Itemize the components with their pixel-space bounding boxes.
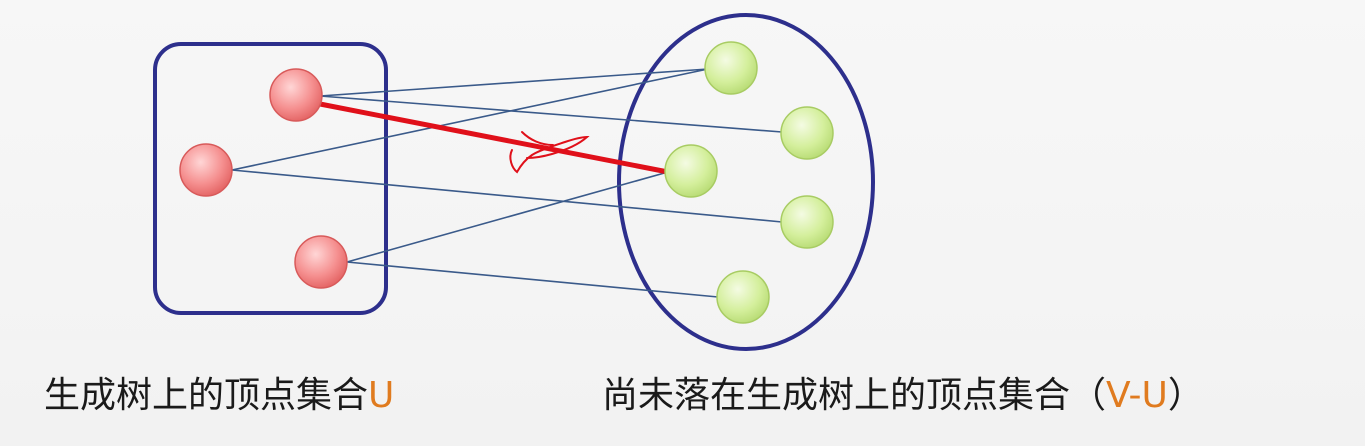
set-v-minus-u-container — [617, 13, 875, 351]
tree-node-3 — [294, 235, 348, 289]
edge-u1-v1 — [319, 68, 709, 97]
checkmark-annotation — [509, 131, 590, 174]
pending-node-5 — [716, 270, 770, 324]
pending-node-1 — [704, 41, 758, 95]
pending-node-3 — [664, 144, 718, 198]
caption-right-text: 尚未落在生成树上的顶点集合（ — [602, 375, 1107, 416]
edge-u3-v5 — [346, 261, 719, 298]
pending-node-2 — [780, 106, 834, 160]
tree-node-1 — [269, 68, 323, 122]
set-u-container — [153, 42, 388, 315]
set-u-label: U — [368, 375, 395, 416]
caption-right-close-paren: ） — [1167, 375, 1204, 416]
pending-node-4 — [780, 195, 834, 249]
caption-pending-vertex-set: 尚未落在生成树上的顶点集合（V-U） — [602, 372, 1204, 420]
highlighted-edge-u1-v3 — [317, 101, 671, 175]
edge-u2-v1 — [231, 68, 709, 171]
edge-u3-v3 — [346, 171, 669, 263]
tree-node-2 — [179, 143, 233, 197]
caption-tree-vertex-set: 生成树上的顶点集合U — [44, 372, 394, 420]
set-v-minus-u-label: V-U — [1106, 375, 1168, 416]
edge-u2-v4 — [231, 169, 783, 223]
caption-left-text: 生成树上的顶点集合 — [44, 375, 369, 416]
edge-u1-v2 — [319, 95, 783, 133]
